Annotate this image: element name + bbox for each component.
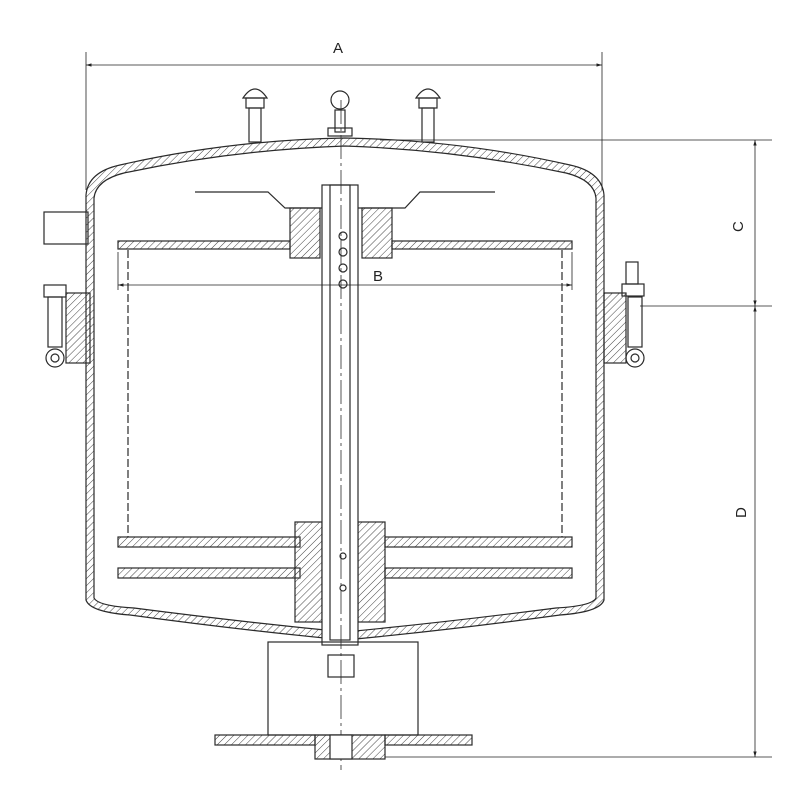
dimension-a-label: A <box>333 40 343 57</box>
top-nozzles <box>241 88 442 143</box>
top-hub <box>289 207 393 259</box>
dimension-b-label: B <box>373 268 383 285</box>
left-clamp <box>43 284 91 368</box>
dimension-c-label: C <box>730 221 747 232</box>
right-clamp <box>603 261 645 368</box>
dimension-lines <box>85 52 772 758</box>
bottom-hub <box>294 521 386 623</box>
base-support <box>214 641 473 760</box>
side-nozzle <box>43 211 89 245</box>
central-shaft <box>321 100 359 770</box>
dimension-d-label: D <box>733 507 750 518</box>
